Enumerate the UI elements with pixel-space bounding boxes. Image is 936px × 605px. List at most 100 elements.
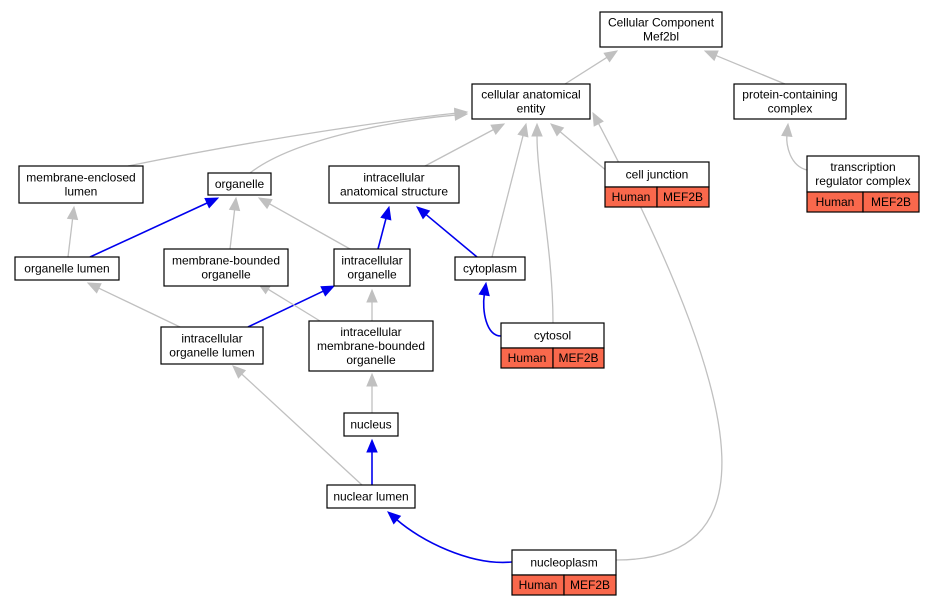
node-label: nucleoplasm [530, 556, 597, 570]
node-box [326, 484, 416, 509]
species-label: Human [508, 351, 547, 365]
edge-cytosol-to-cae [531, 122, 554, 324]
gene-cell [656, 186, 710, 208]
species-label: Human [816, 195, 855, 209]
node-box [471, 83, 591, 120]
edge-np-to-cae [592, 111, 723, 561]
arrowhead-icon [781, 122, 793, 137]
part-of-edge-line [247, 290, 324, 328]
node-box [207, 172, 272, 196]
is-a-edge-line [249, 114, 456, 174]
node-label: nucleus [350, 418, 391, 432]
node-box [733, 83, 847, 120]
edge-mel-to-cae [127, 107, 469, 167]
gene-cell [862, 191, 920, 213]
node-nuc[interactable]: nucleus [343, 412, 399, 437]
arrowhead-icon [454, 109, 469, 121]
arrowhead-icon [380, 205, 392, 221]
edge-mbo-to-org [228, 196, 241, 250]
part-of-edge-line [89, 202, 208, 258]
node-label: transcription [830, 160, 895, 174]
arrowhead-icon [478, 281, 490, 297]
arrowhead-icon [66, 205, 79, 221]
node-box [599, 11, 723, 48]
gene-label: MEF2B [558, 351, 598, 365]
arrowhead-icon [490, 123, 506, 135]
node-label: cellular anatomical [481, 88, 580, 102]
edge-io-to-ias [377, 205, 392, 250]
is-a-edge-line [229, 209, 236, 250]
node-label: cell junction [626, 168, 689, 182]
arrowhead-icon [257, 197, 273, 210]
node-label: nuclear lumen [333, 490, 408, 504]
node-ol[interactable]: organelle lumen [14, 256, 120, 281]
is-a-edge-line [715, 54, 786, 85]
edge-org-to-cae [249, 109, 469, 174]
arrowhead-icon [387, 511, 402, 525]
node-label: Mef2bl [643, 30, 679, 44]
gene-label: MEF2B [871, 195, 911, 209]
node-box [454, 256, 526, 281]
node-label: membrane-enclosed [26, 171, 135, 185]
node-label: intracellular [341, 254, 402, 268]
is-a-edge-line [127, 112, 456, 167]
part-of-edge-line [377, 218, 387, 250]
arrowhead-icon [86, 282, 102, 294]
edge-imbo-to-mbo [256, 282, 321, 322]
node-label: lumen [65, 185, 98, 199]
node-label: anatomical structure [340, 185, 448, 199]
node-label: organelle lumen [24, 262, 109, 276]
node-box [328, 165, 460, 204]
is-a-edge-line [564, 56, 608, 85]
node-box [18, 165, 144, 204]
arrowhead-icon [703, 50, 719, 62]
edge-iol-to-io [247, 285, 336, 328]
node-label: organelle [201, 268, 251, 282]
is-a-edge-line [598, 123, 723, 561]
is-a-edge-line [267, 288, 321, 322]
species-label: Human [612, 190, 651, 204]
node-nl[interactable]: nuclear lumen [326, 484, 416, 509]
arrowhead-icon [366, 438, 378, 453]
edge-cj-to-cae [550, 123, 609, 173]
node-cyto[interactable]: cytoplasm [454, 256, 526, 281]
is-a-edge-line [424, 129, 494, 167]
is-a-edge-line [786, 135, 808, 171]
arrowhead-icon [366, 372, 378, 387]
edge-cytosol-to-cyto [478, 281, 502, 337]
is-a-edge-line [559, 131, 609, 173]
part-of-edge-line [396, 519, 513, 564]
edge-ol-to-mel [66, 205, 79, 258]
edge-pcc-to-root [703, 50, 786, 85]
species-label: Human [519, 578, 558, 592]
edge-nl-to-iol [232, 365, 363, 486]
node-label: organelle lumen [169, 346, 254, 360]
node-org[interactable]: organelle [207, 172, 272, 196]
node-box [308, 320, 434, 372]
arrowhead-icon [228, 196, 241, 212]
node-label: complex [768, 102, 813, 116]
edge-cae-to-root [564, 50, 619, 85]
is-a-edge-line [536, 135, 554, 324]
gene-label: MEF2B [663, 190, 703, 204]
node-label: regulator complex [815, 174, 910, 188]
node-label: membrane-bounded [172, 254, 280, 268]
arrowhead-icon [603, 50, 619, 63]
is-a-edge-line [67, 218, 74, 258]
arrowhead-icon [416, 206, 431, 220]
arrowhead-icon [592, 111, 604, 127]
node-label: organelle [346, 353, 396, 367]
